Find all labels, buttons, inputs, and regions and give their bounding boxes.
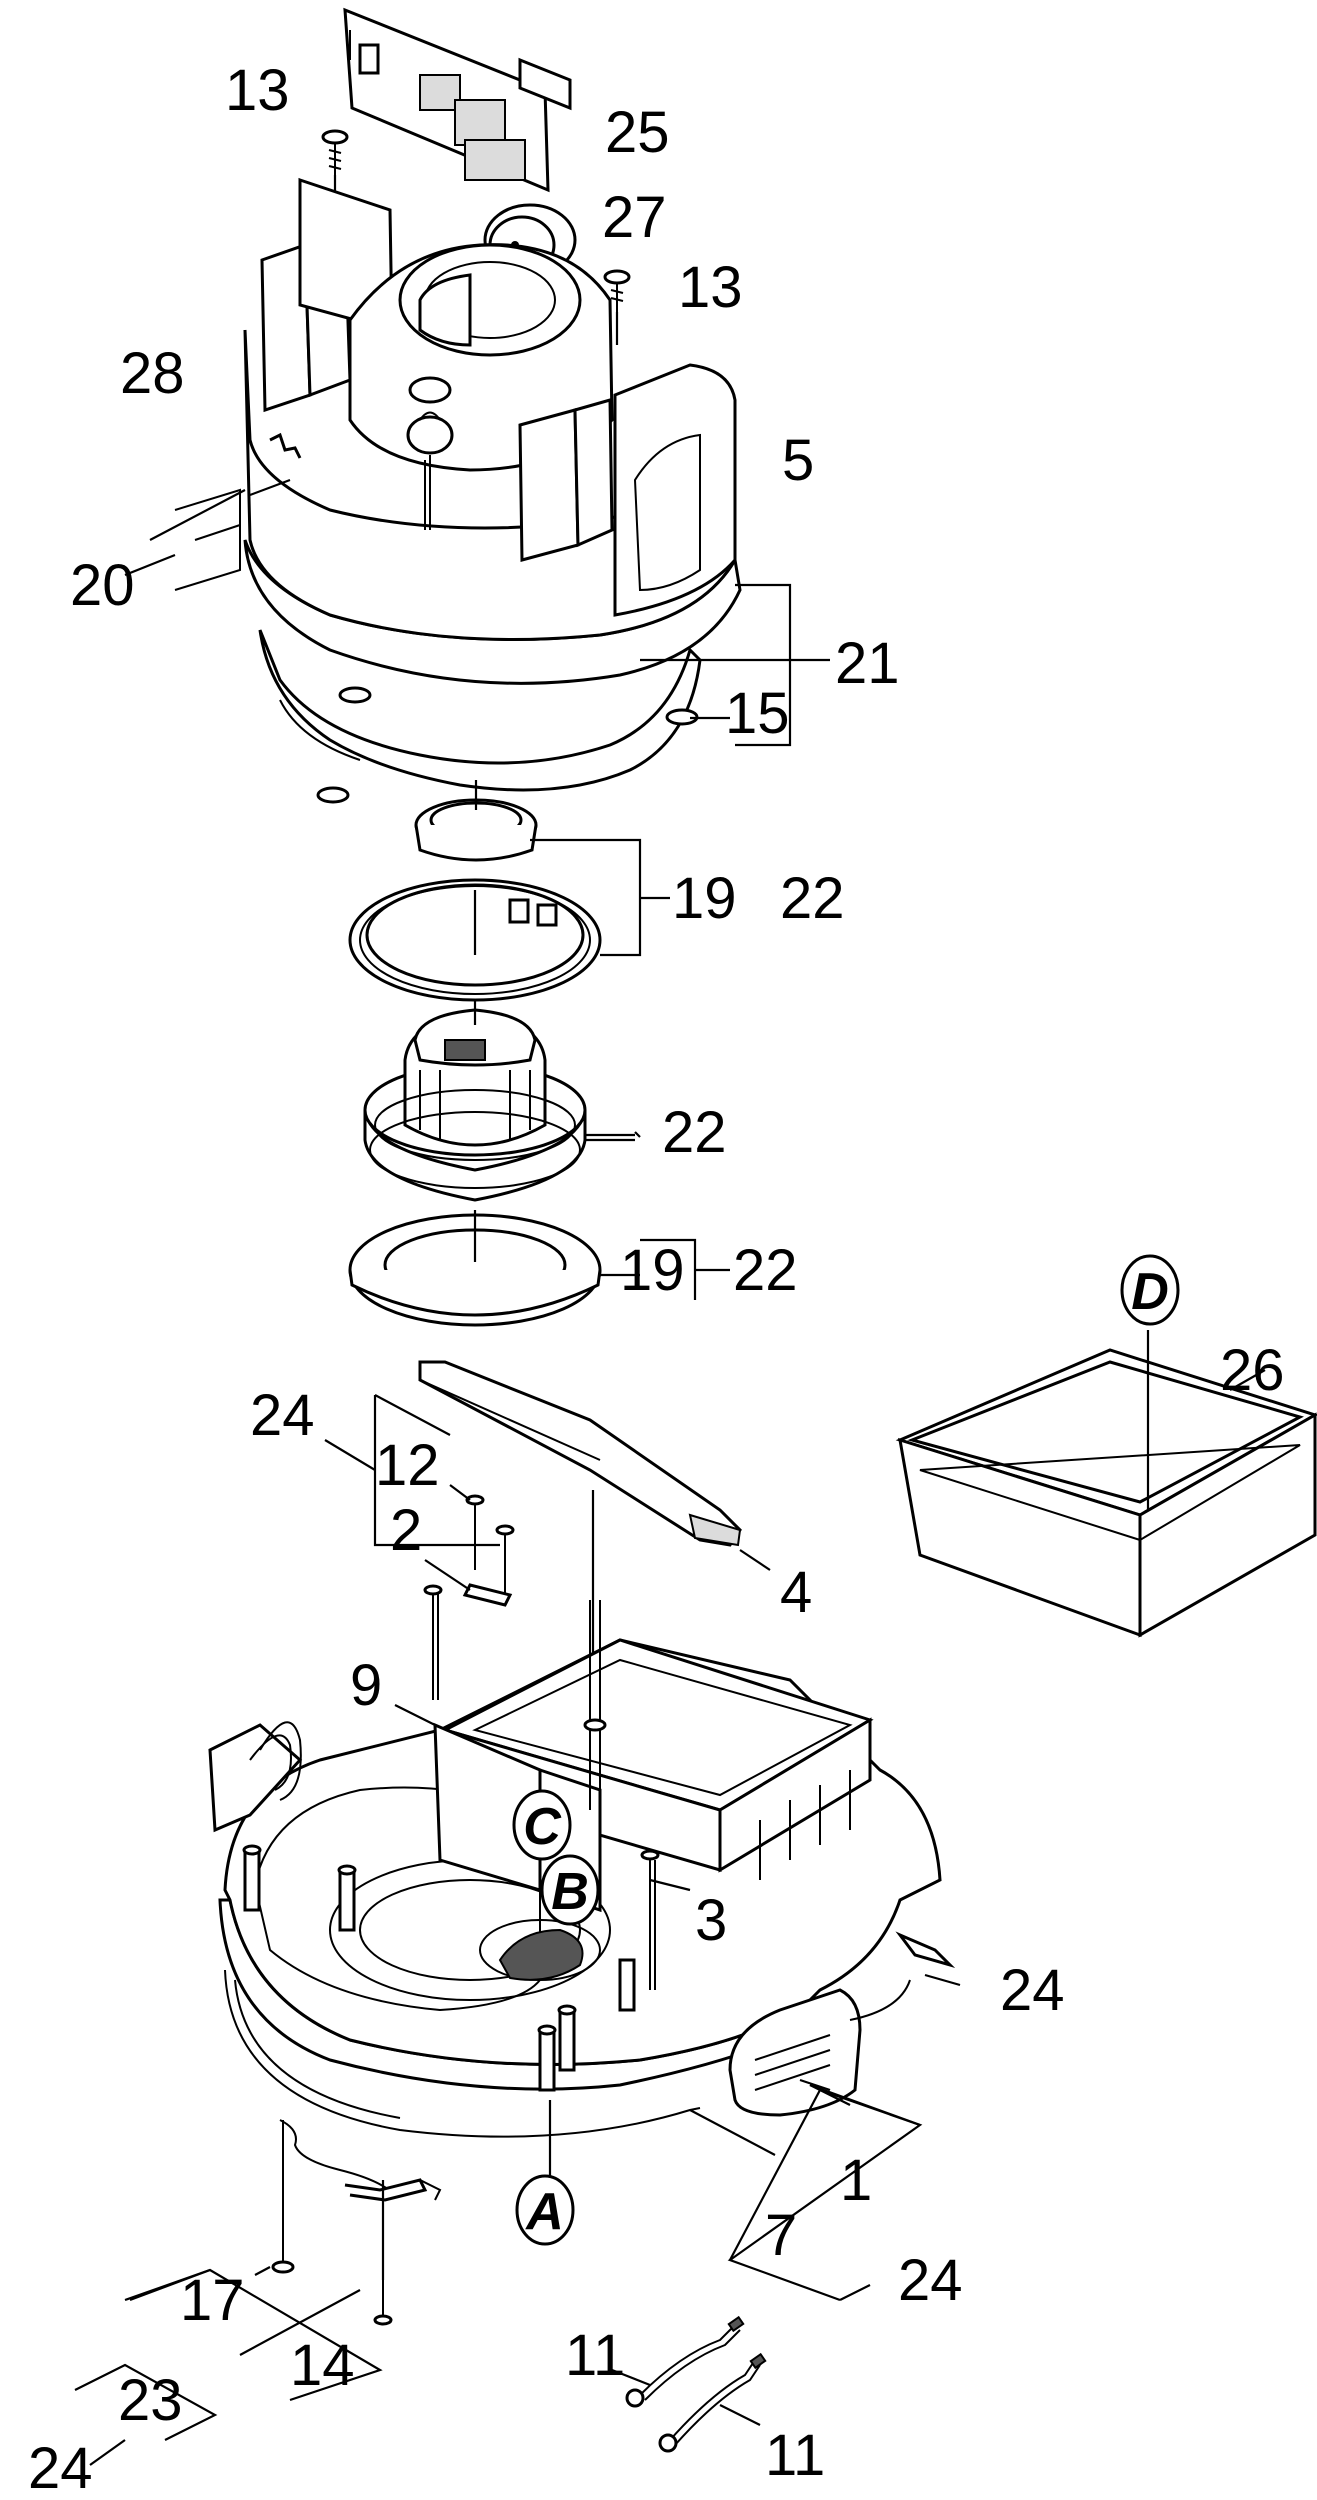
- callout-11: 11: [565, 2323, 625, 2388]
- callout-24: 24: [28, 2436, 93, 2500]
- callout-20: 20: [70, 553, 135, 618]
- tank-base: [208, 1600, 956, 2138]
- callout-24: 24: [250, 1383, 315, 1448]
- callout-24: 24: [1000, 1958, 1065, 2023]
- bracket-24-screws: [373, 1395, 500, 1547]
- callout-22: 22: [662, 1100, 727, 1165]
- callout-1: 1: [840, 2148, 872, 2213]
- bracket-21: [735, 583, 792, 747]
- motor-ring-top: [348, 878, 602, 1002]
- marker-B: B: [540, 1854, 600, 1926]
- marker-C: C: [512, 1789, 572, 1861]
- seal-ring-small: [414, 780, 538, 862]
- bracket-24d: [74, 2363, 218, 2441]
- lead-20: [124, 553, 176, 577]
- callout-25: 25: [605, 100, 670, 165]
- lead-28: [149, 489, 246, 541]
- motor-ring-bottom: [348, 1210, 602, 1327]
- deflector-bar: [418, 1360, 742, 1547]
- callout-22: 22: [780, 866, 845, 931]
- callout-17: 17: [180, 2268, 245, 2333]
- bracket-19-bottom: [640, 1238, 697, 1300]
- lead-3: [649, 1878, 691, 1892]
- callout-13: 13: [678, 255, 743, 320]
- callout-24: 24: [898, 2248, 963, 2313]
- filter: [895, 1330, 1317, 1638]
- callout-27: 27: [602, 185, 667, 250]
- bracket-24c: [727, 2083, 923, 2302]
- callout-9: 9: [350, 1653, 382, 1718]
- callout-14: 14: [290, 2333, 355, 2398]
- svg-text:D: D: [1131, 1263, 1169, 1321]
- callout-2: 2: [390, 1498, 422, 1563]
- ground-wires: [625, 2315, 767, 2453]
- callout-21: 21: [835, 631, 900, 696]
- marker-D: D: [1120, 1254, 1180, 1326]
- callout-12: 12: [375, 1433, 440, 1498]
- callout-19: 19: [672, 866, 737, 931]
- screw-13-right: [603, 269, 631, 345]
- callout-26: 26: [1220, 1338, 1285, 1403]
- callout-22: 22: [733, 1238, 798, 1303]
- callout-19: 19: [620, 1238, 685, 1303]
- svg-text:A: A: [524, 2183, 564, 2241]
- callout-11: 11: [765, 2423, 825, 2488]
- callout-4: 4: [780, 1560, 812, 1625]
- lead-9: [394, 1704, 436, 1726]
- callout-7: 7: [765, 2203, 797, 2268]
- screw-13-top: [321, 129, 349, 215]
- svg-text:B: B: [551, 1863, 589, 1921]
- mount-bracket: [271, 2119, 442, 2326]
- lead-24b: [924, 1973, 961, 1987]
- lead-11a: [611, 2368, 651, 2387]
- screws-12: [423, 1494, 515, 1700]
- callout-28: 28: [120, 341, 185, 406]
- motor: [363, 1000, 587, 1202]
- callout-13: 13: [225, 58, 290, 123]
- circuit-board: [343, 7, 572, 193]
- marker-A: A: [515, 2174, 575, 2246]
- motor-housing: [174, 177, 742, 804]
- lead-11b: [719, 2404, 761, 2426]
- lead-7: [689, 2109, 776, 2156]
- callout-3: 3: [695, 1888, 727, 1953]
- callout-23: 23: [118, 2368, 183, 2433]
- svg-text:C: C: [523, 1798, 562, 1856]
- callout-15: 15: [725, 681, 790, 746]
- callout-5: 5: [782, 428, 814, 493]
